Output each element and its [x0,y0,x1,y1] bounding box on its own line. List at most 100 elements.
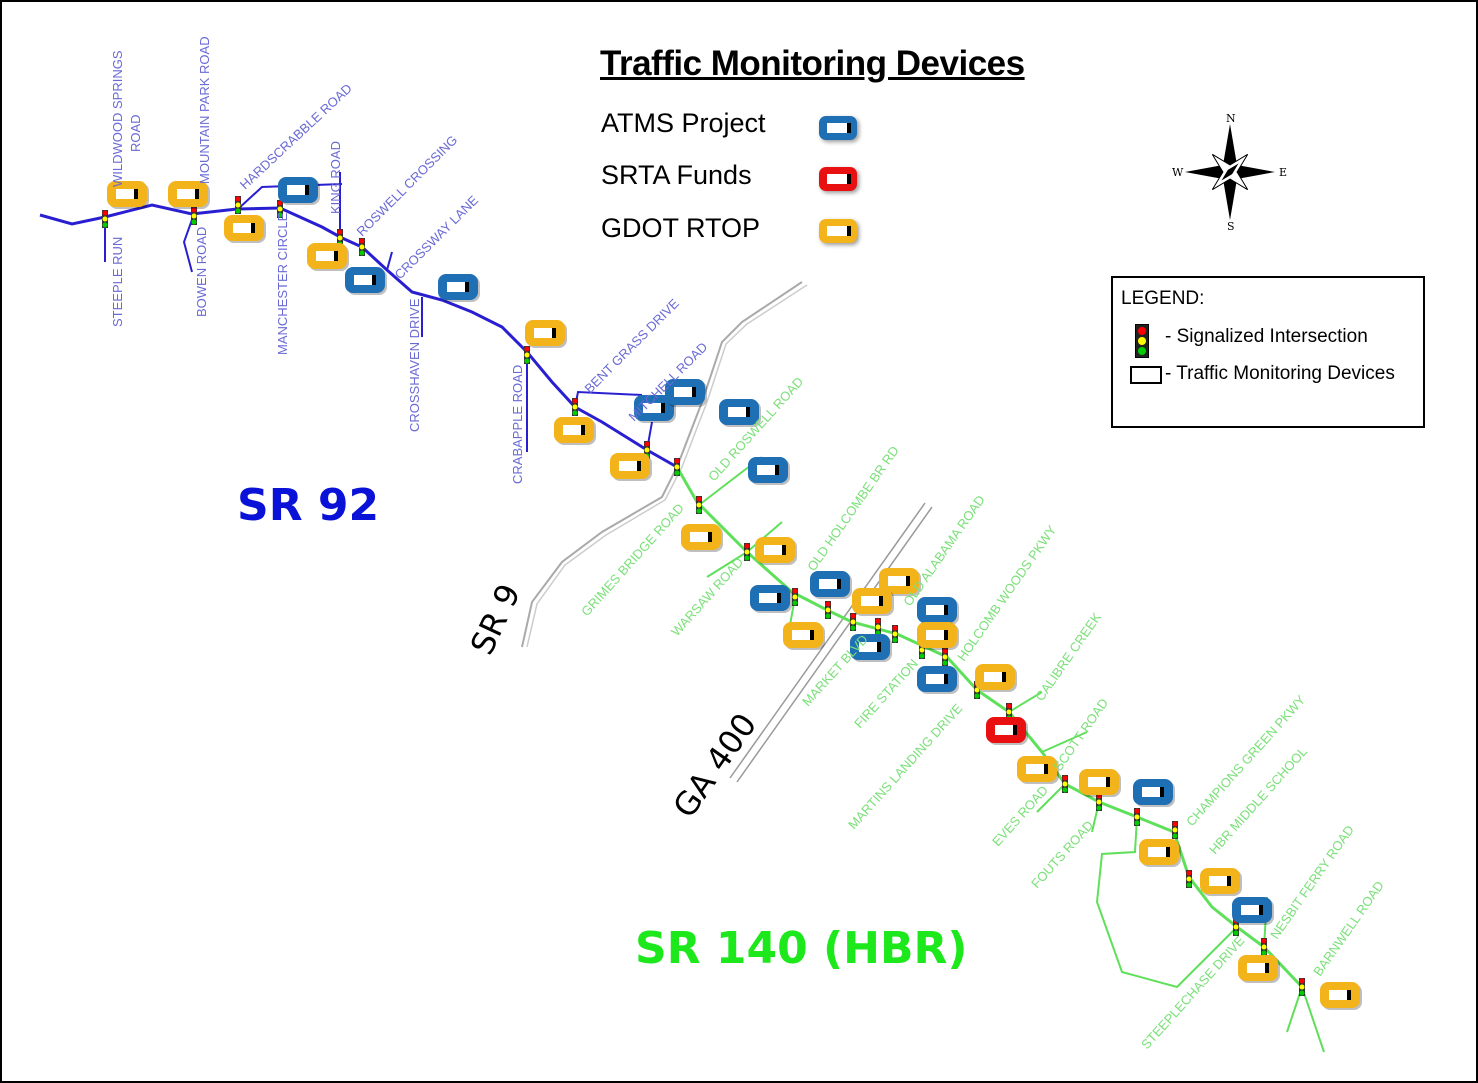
camera-device-icon[interactable] [554,417,596,445]
traffic-signal-icon [1299,978,1305,996]
camera-device-icon[interactable] [917,622,959,650]
page-title: Traffic Monitoring Devices [600,44,1025,83]
camera-device-icon[interactable] [1238,955,1280,983]
traffic-signal-icon [1261,938,1267,956]
traffic-signal-icon [1135,324,1149,358]
traffic-signal-icon [696,496,702,514]
street-label: BOWEN ROAD [194,227,209,317]
key-label-gdot: GDOT RTOP [601,213,761,243]
street-label: OLD ALABAMA ROAD [900,492,988,608]
traffic-signal-icon [235,196,241,214]
traffic-signal-icon [1186,870,1192,888]
traffic-signal-icon [1172,821,1178,839]
camera-device-icon[interactable] [1133,779,1175,807]
street-label: CALIBRE CREEK [1032,610,1104,704]
traffic-signal-icon [572,398,578,416]
camera-device-icon[interactable] [438,274,480,302]
camera-device-icon[interactable] [1232,897,1274,925]
camera-device-icon[interactable] [917,666,959,694]
traffic-signal-icon [102,210,108,228]
street-label: CRABAPPLE ROAD [510,365,525,484]
traffic-signal-icon [744,543,750,561]
camera-device-icon[interactable] [852,588,894,616]
street-label: FIRE STATION [851,656,921,731]
street-label: WARSAW ROAD [668,555,746,639]
camera-device-icon[interactable] [345,267,387,295]
traffic-monitoring-devices [107,177,1362,1010]
compass-n: N [1226,112,1236,125]
camera-device-icon[interactable] [665,379,707,407]
compass-w: W [1172,166,1184,179]
ga400-road [736,506,933,783]
camera-device-icon[interactable] [783,622,825,650]
street-label: BARNWELL ROAD [1310,878,1387,979]
street-label: STEEPLE RUN [110,237,125,327]
camera-device-icon[interactable] [1200,868,1242,896]
camera-device-icon[interactable] [986,717,1028,745]
camera-device-icon[interactable] [525,320,567,348]
street-label: CROSSWAY LANE [392,192,482,282]
camera-device-icon[interactable] [1079,769,1121,797]
street-label: KING ROAD [328,141,343,214]
street-label: WILDWOOD SPRINGS [110,50,125,187]
traffic-signal-icon [875,618,881,636]
traffic-signal-icon [792,588,798,606]
atms-camera-icon [819,116,857,140]
camera-device-icon[interactable] [748,457,790,485]
key-label-srta: SRTA Funds [601,160,752,190]
street-label: SCOTT ROAD [1050,695,1111,773]
camera-device-icon [1130,366,1162,384]
compass-e: E [1279,166,1287,179]
camera-device-icon[interactable] [850,634,892,662]
street-label: EVES ROAD [989,783,1051,849]
key-label-atms: ATMS Project [601,108,766,138]
sr140-label: SR 140 (HBR) [635,923,968,974]
camera-device-icon[interactable] [681,524,723,552]
srta-camera-icon [819,167,857,191]
camera-device-icon[interactable] [879,568,921,596]
camera-device-icon[interactable] [755,537,797,565]
compass-s: S [1227,220,1235,233]
sr9-road-parallel [526,284,808,648]
legend-device-label: - Traffic Monitoring Devices [1165,363,1395,384]
camera-device-icon[interactable] [975,664,1017,692]
camera-device-icon[interactable] [610,453,652,481]
traffic-signal-icon [892,625,898,643]
street-label: FOUTS ROAD [1028,818,1096,891]
legend-heading: LEGEND: [1121,288,1205,309]
camera-device-icon[interactable] [634,395,676,423]
legend-box: LEGEND: - Signalized Intersection - Traf… [1111,276,1425,428]
camera-device-icon[interactable] [168,181,210,209]
camera-device-icon[interactable] [1320,982,1362,1010]
traffic-signal-icon [191,207,197,225]
camera-device-icon[interactable] [224,215,266,243]
traffic-signal-icon [524,346,530,364]
traffic-signal-icon [674,458,680,476]
camera-device-icon[interactable] [810,571,852,599]
camera-device-icon[interactable] [719,399,761,427]
gdot-camera-icon [819,219,857,243]
camera-device-icon[interactable] [1017,756,1059,784]
camera-device-icon[interactable] [917,597,959,625]
street-label: ROAD [128,114,143,152]
compass-rose: N S E W [1172,112,1287,233]
ga400-road-parallel [729,502,926,779]
traffic-signal-icon [359,238,365,256]
camera-device-icon[interactable] [278,177,320,205]
street-label: STEEPLECHASE DRIVE [1138,933,1247,1052]
traffic-signal-icon [1134,808,1140,826]
street-label: MANCHESTER CIRCLE [275,212,290,355]
camera-device-icon[interactable] [1139,839,1181,867]
street-label: CROSSHAVEN DRIVE [407,298,422,432]
camera-device-icon[interactable] [307,243,349,271]
sr9-label: SR 9 [463,578,528,660]
street-label: MOUNTAIN PARK ROAD [197,36,212,184]
camera-device-icon[interactable] [107,181,149,209]
traffic-signal-icon [277,200,283,218]
traffic-signal-icon [1062,775,1068,793]
traffic-signal-icon [850,613,856,631]
camera-device-icon[interactable] [750,585,792,613]
sr92-street-labels: WILDWOOD SPRINGS ROAD MOUNTAIN PARK ROAD… [110,36,710,484]
